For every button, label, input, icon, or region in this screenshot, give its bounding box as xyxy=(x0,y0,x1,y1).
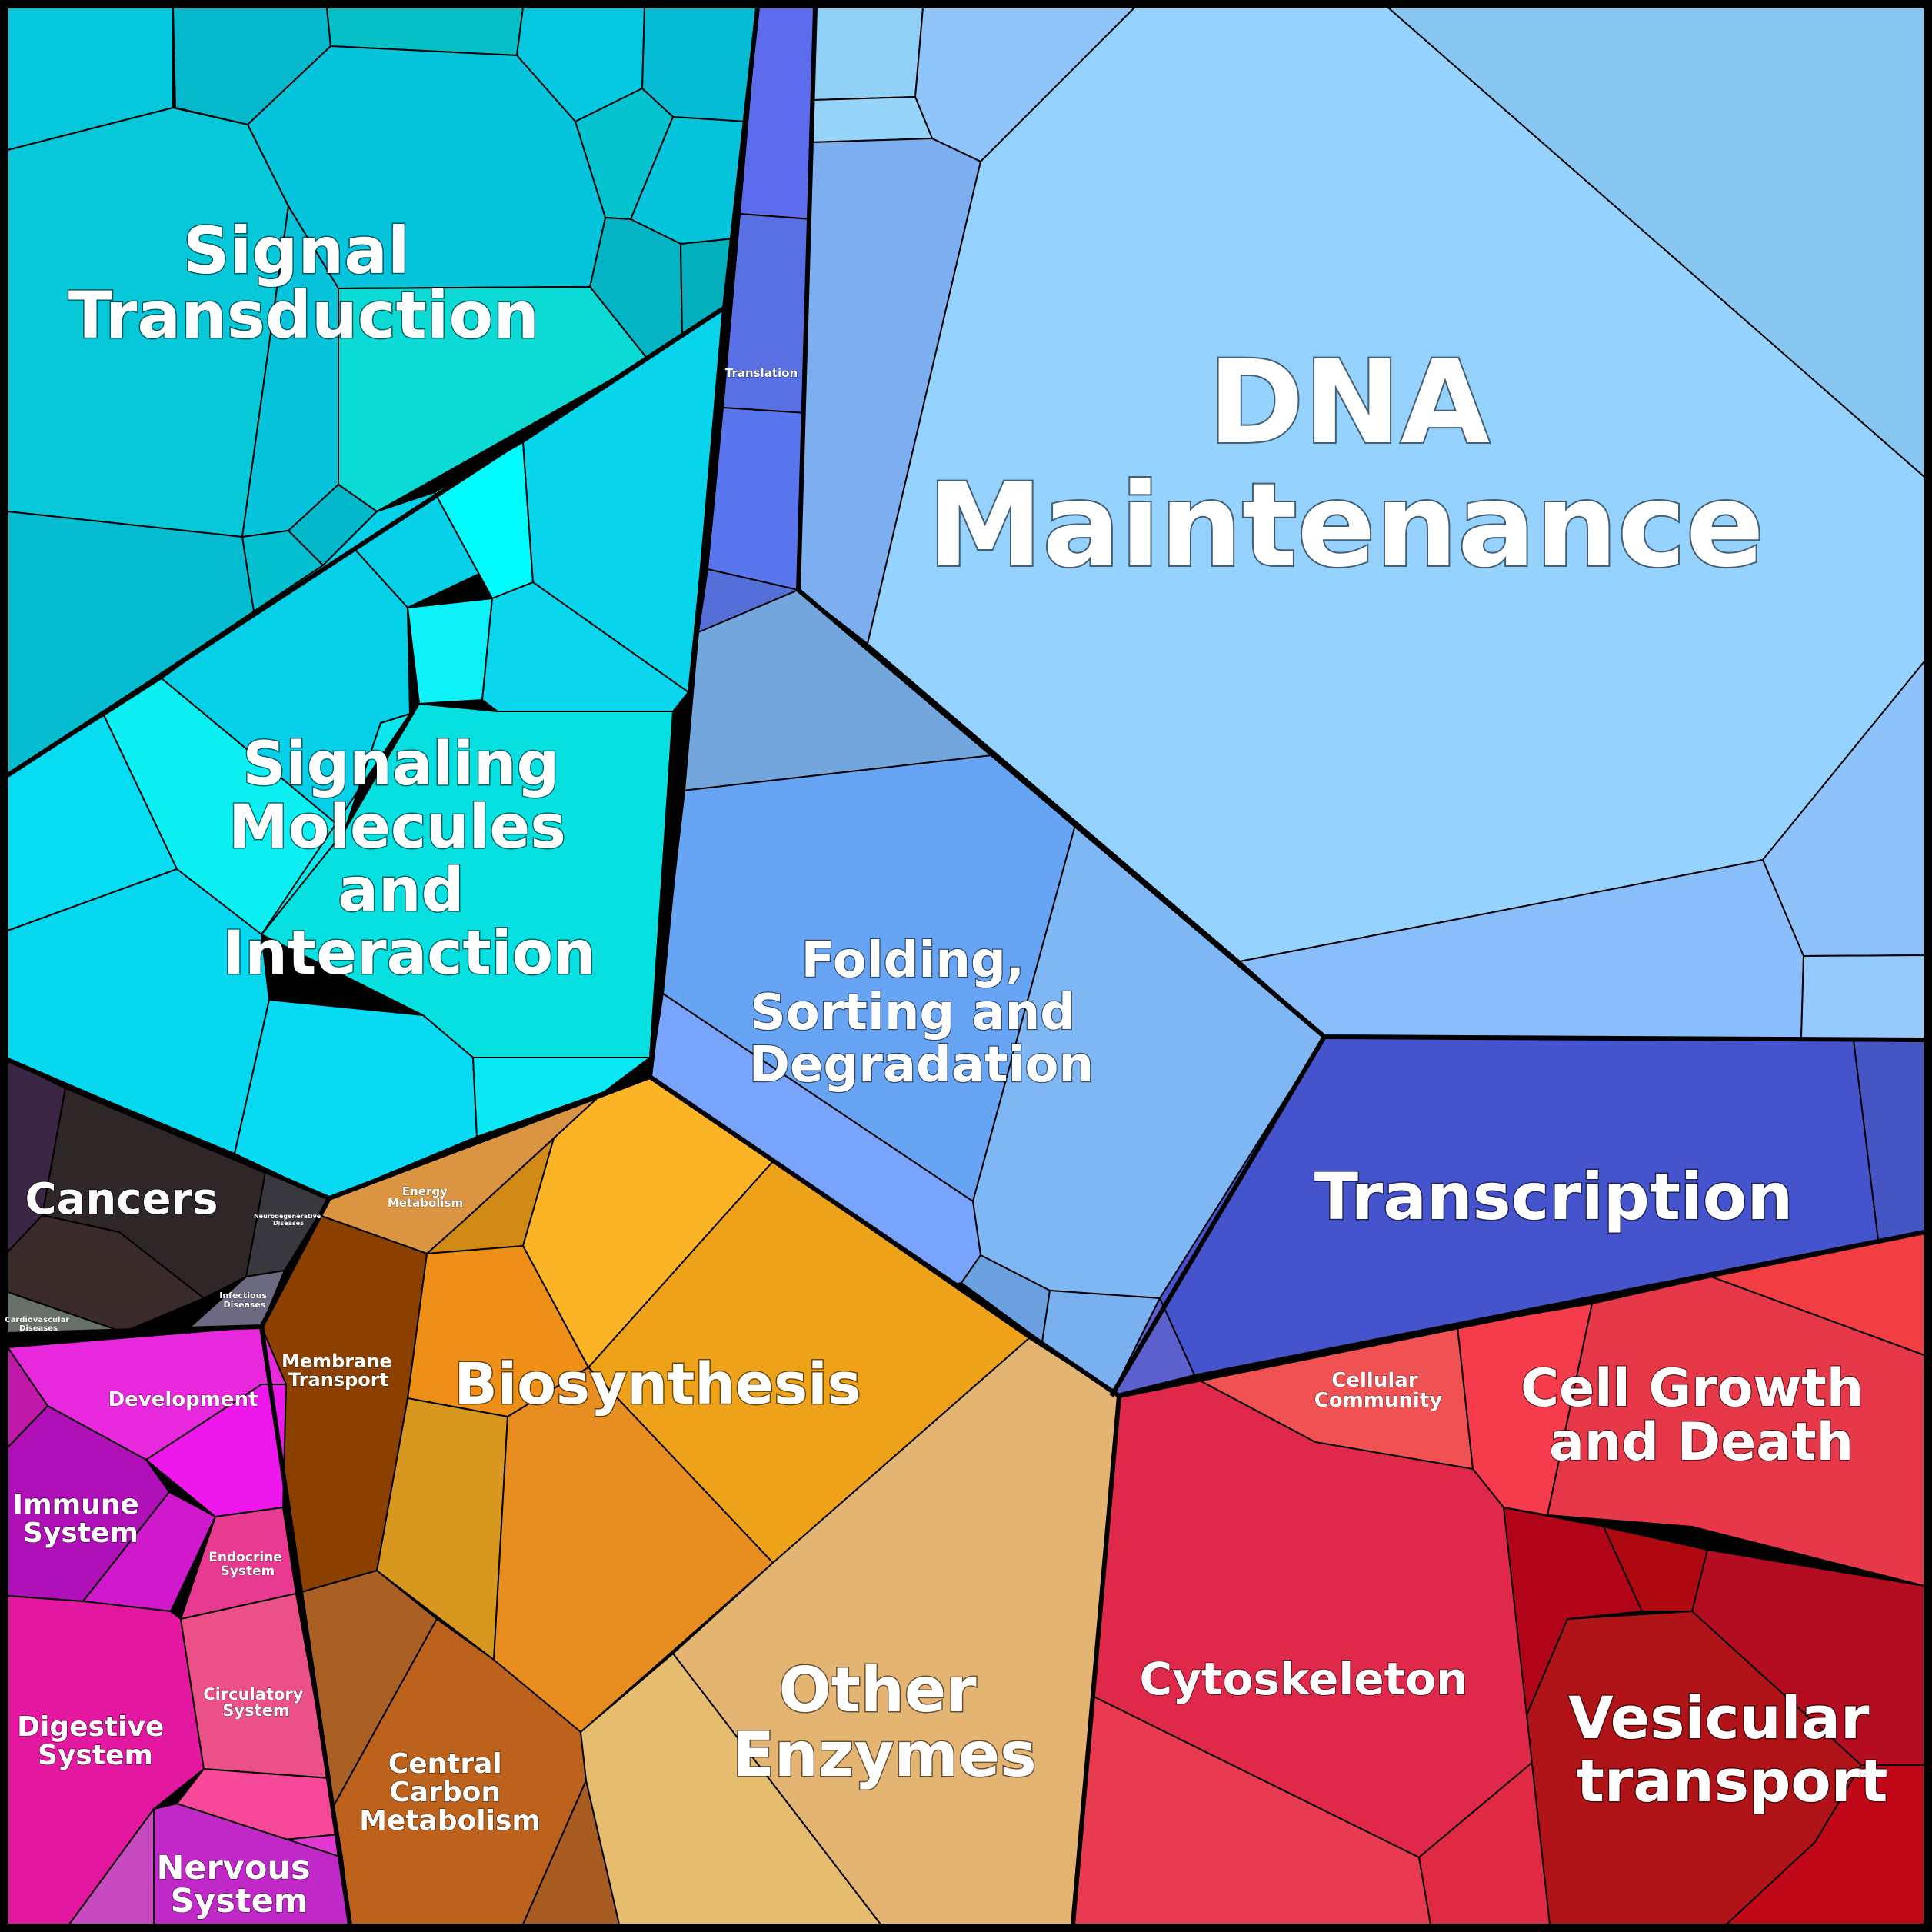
cell xyxy=(1111,1297,1195,1397)
cell xyxy=(707,407,807,591)
label-cytoskeleton: Cytoskeleton xyxy=(1140,1653,1468,1705)
label-nervous: Nervous System xyxy=(156,1849,321,1920)
region-folding xyxy=(649,589,1325,1397)
cell xyxy=(1800,954,1925,1041)
region-signal-transduction xyxy=(7,7,758,776)
label-circulatory: Circulatory System xyxy=(203,1685,309,1720)
label-central-carbon: Central Carbon Metabolism xyxy=(359,1748,541,1837)
cell xyxy=(68,1808,155,1925)
label-immune: Immune System xyxy=(13,1489,149,1549)
labels: Signal Transduction Signaling Molecules … xyxy=(5,212,1890,1921)
label-signal-transduction: Signal Transduction xyxy=(68,213,539,353)
label-folding: Folding, Sorting and Degradation xyxy=(749,932,1094,1094)
cell xyxy=(580,1653,881,1925)
label-signaling-molecules: Signaling Molecules and Interaction xyxy=(222,730,595,988)
label-infectious: Infectious Diseases xyxy=(219,1291,270,1310)
label-energy-metabolism: Energy Metabolism xyxy=(388,1184,463,1210)
label-neurodegenerative: Neurodegenerative Diseases xyxy=(254,1213,323,1227)
region-translation xyxy=(698,7,816,633)
region-organismal-systems xyxy=(7,1326,351,1925)
label-digestive: Digestive System xyxy=(17,1711,174,1771)
label-endocrine: Endocrine System xyxy=(208,1550,286,1579)
cell xyxy=(338,286,648,512)
label-dna-maintenance: DNA Maintenance xyxy=(928,336,1764,593)
label-other-enzymes: Other Enzymes xyxy=(732,1654,1037,1790)
label-cellular-community: Cellular Community xyxy=(1314,1369,1442,1412)
cell xyxy=(1387,7,1925,478)
label-membrane-transport: Membrane Transport xyxy=(281,1351,398,1391)
label-cell-growth: Cell Growth and Death xyxy=(1521,1358,1882,1473)
label-transcription: Transcription xyxy=(1314,1159,1794,1234)
cell xyxy=(813,7,924,101)
label-biosynthesis: Biosynthesis xyxy=(454,1351,861,1417)
label-cancers: Cancers xyxy=(25,1174,218,1224)
region-dna-maintenance xyxy=(798,7,1925,1041)
cell xyxy=(145,1384,287,1517)
label-translation: Translation xyxy=(725,366,798,380)
region-transcription xyxy=(1111,1036,1925,1397)
label-cardiovascular: Cardiovascular Diseases xyxy=(5,1316,72,1333)
cell xyxy=(1503,1507,1643,1716)
cell xyxy=(1726,1764,1925,1925)
cell xyxy=(811,96,933,143)
region-cellular-processes xyxy=(1072,1231,1925,1925)
cell xyxy=(493,1367,774,1733)
region-metabolism xyxy=(262,1076,1120,1925)
label-vesicular: Vesicular transport xyxy=(1568,1684,1890,1815)
region-diseases xyxy=(7,1059,330,1335)
cell xyxy=(407,598,493,705)
region-signaling-molecules xyxy=(7,307,728,1199)
label-development: Development xyxy=(108,1388,258,1411)
cell xyxy=(261,713,411,935)
